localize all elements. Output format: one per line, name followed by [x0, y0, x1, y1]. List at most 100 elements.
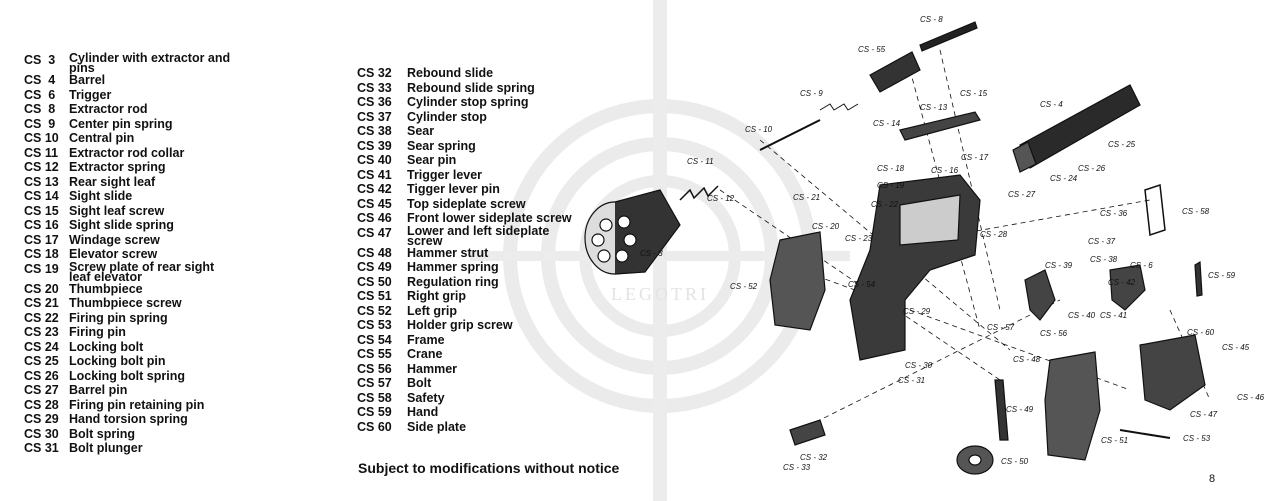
callout-cs-53: CS - 53: [1183, 434, 1211, 443]
part-code: CS 60: [357, 419, 392, 434]
part-code: CS 32: [357, 66, 392, 80]
part-name: Rebound slide spring: [407, 80, 535, 95]
part-code: CS 21: [24, 296, 59, 310]
page-number: 8: [1209, 473, 1216, 485]
part-name: Firing pin retaining pin: [69, 397, 205, 412]
part-name: Rebound slide: [407, 66, 494, 80]
part-code: CS 23: [24, 325, 59, 339]
part-name: Firing pin: [69, 325, 126, 339]
part-item: CS 21 Thumbpiece screw: [24, 296, 239, 311]
part-name: Extractor rod: [69, 102, 148, 116]
callout-cs-38: CS - 38: [1090, 255, 1118, 264]
callout-cs-47: CS - 47: [1190, 410, 1218, 419]
callout-cs-14: CS - 14: [873, 119, 901, 128]
part-name: Holder grip screw: [407, 318, 513, 332]
callout-cs-57: CS - 57: [987, 323, 1015, 332]
callout-cs-18: CS - 18: [877, 164, 905, 173]
callout-cs-49: CS - 49: [1006, 405, 1034, 414]
part-name: Cylinder stop spring: [407, 95, 529, 109]
part-name: Sear spring: [407, 138, 476, 153]
part-name: Sight slide: [69, 189, 133, 203]
callout-cs-29: CS - 29: [903, 307, 931, 316]
callout-cs-24: CS - 24: [1050, 174, 1078, 183]
part-name: Thumbpiece screw: [69, 296, 182, 310]
callout-cs-20: CS - 20: [812, 222, 840, 231]
part-name: Frame: [407, 332, 445, 347]
callout-cs-32: CS - 32: [800, 453, 828, 462]
callout-cs-52: CS - 52: [730, 282, 758, 291]
part-code: CS 19: [24, 261, 59, 276]
part-code: CS 42: [357, 182, 392, 196]
part-name: Trigger lever: [407, 167, 483, 182]
part-name: Lower and left sideplate screw: [407, 223, 550, 248]
part-code: CS 41: [357, 167, 392, 182]
part-code: CS 25: [24, 354, 59, 368]
part-code: CS 52: [357, 303, 392, 318]
part-item: CS 19 Screw plate of rear sight leaf elev…: [24, 259, 239, 284]
part-name: Screw plate of rear sight leaf elevator: [69, 259, 215, 284]
part-code: CS 51: [357, 289, 392, 303]
part-code: CS 22: [24, 310, 59, 325]
part-code: CS 29: [24, 412, 59, 426]
part-item: CS 32 Rebound slide: [357, 66, 577, 81]
callout-cs-23: CS - 23: [845, 234, 873, 243]
part-code: CS 27: [24, 383, 59, 397]
part-name: Hammer: [407, 361, 458, 376]
part-code: CS 33: [357, 80, 392, 95]
part-name: Top sideplate screw: [407, 196, 526, 211]
part-code: CS 49: [357, 260, 392, 274]
part-name: Barrel: [69, 73, 106, 87]
part-item: CS 9 Center pin spring: [24, 117, 239, 132]
callout-cs-28: CS - 28: [980, 230, 1008, 239]
callout-cs-8: CS - 8: [920, 15, 943, 24]
callout-cs-10: CS - 10: [745, 125, 773, 134]
part-code: CS 59: [357, 405, 392, 419]
part-code: CS 47: [357, 225, 392, 240]
callout-cs-4: CS - 4: [1040, 100, 1063, 109]
part-name: Center pin spring: [69, 116, 173, 131]
callout-cs-40: CS - 40: [1068, 311, 1096, 320]
callout-cs-42: CS - 42: [1108, 278, 1136, 287]
callout-cs-13: CS - 13: [920, 103, 948, 112]
parts-list-right: CS 32 Rebound slide CS 33 Rebound slide spr…: [357, 66, 577, 434]
part-code: CS 9: [24, 116, 56, 131]
callout-cs-41: CS - 41: [1100, 311, 1127, 320]
part-name: Central pin: [69, 131, 135, 145]
part-item: CS 23 Firing pin: [24, 325, 239, 340]
callout-cs-11: CS - 11: [687, 157, 714, 166]
part-code: CS 16: [24, 218, 59, 232]
callout-cs-45: CS - 45: [1222, 343, 1250, 352]
part-name: Elevator screw: [69, 247, 158, 261]
part-code: CS 20: [24, 281, 59, 296]
part-code: CS 46: [357, 211, 392, 225]
part-code: CS 6: [24, 87, 56, 102]
part-name: Crane: [407, 347, 443, 361]
part-name: Sight leaf screw: [69, 203, 165, 218]
callout-cs-3: CS - 3: [640, 249, 663, 258]
part-code: CS 28: [24, 397, 59, 412]
callout-cs-19: CS - 19: [877, 181, 905, 190]
part-name: Extractor spring: [69, 160, 166, 174]
callout-cs-51: CS - 51: [1101, 436, 1128, 445]
